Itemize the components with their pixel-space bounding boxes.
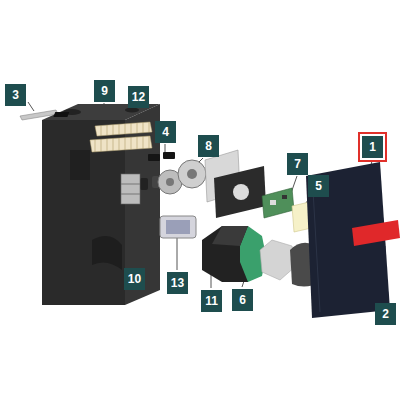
callout-number: 11 bbox=[201, 290, 222, 312]
display-module bbox=[160, 216, 196, 238]
housing bbox=[42, 104, 160, 305]
callout-number: 13 bbox=[167, 272, 188, 294]
main-body bbox=[202, 226, 266, 282]
callout-number: 12 bbox=[128, 86, 149, 108]
callout-number: 4 bbox=[155, 121, 176, 143]
callout-number: 10 bbox=[124, 268, 145, 290]
circuit-board bbox=[262, 188, 294, 218]
front-plate bbox=[214, 166, 266, 218]
callout-number: 2 bbox=[375, 303, 396, 325]
slat-module bbox=[90, 122, 152, 152]
red-strip bbox=[352, 220, 400, 246]
fan-part bbox=[158, 160, 206, 194]
callout-number: 3 bbox=[5, 84, 26, 106]
block-parts bbox=[148, 152, 175, 161]
callout-number: 8 bbox=[198, 135, 219, 157]
callout-number: 5 bbox=[308, 175, 329, 197]
callout-number: 6 bbox=[232, 289, 253, 311]
callout-number: 9 bbox=[94, 80, 115, 102]
grille-part bbox=[121, 174, 140, 204]
callout-number: 1 bbox=[362, 136, 383, 158]
cover-piece bbox=[53, 112, 69, 117]
callout-number: 7 bbox=[287, 153, 308, 175]
